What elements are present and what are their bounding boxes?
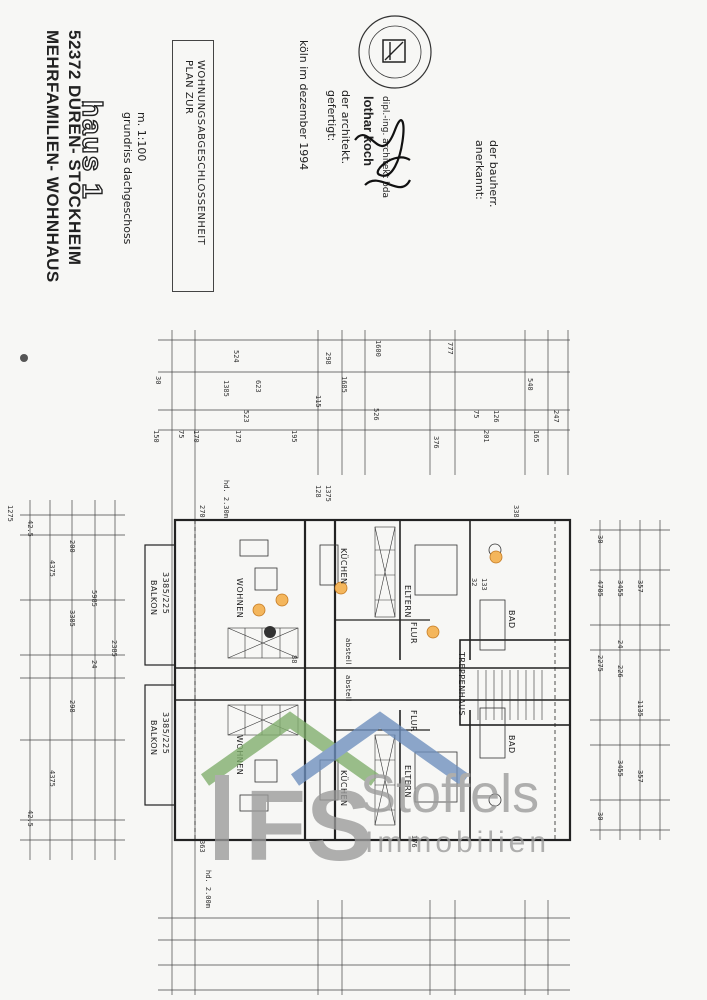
- wardrobe-hatching: [227, 526, 396, 826]
- room-dim-balkon-top: 3385/225: [161, 572, 170, 615]
- stoffels-watermark: FS Stoffels Immobilien: [200, 711, 550, 870]
- dim-right-0: 30: [596, 535, 604, 544]
- building-walls: [144, 518, 572, 842]
- room-label-wohnen-top: WOHNEN: [235, 578, 244, 619]
- dim-right-2: 3455: [616, 580, 624, 597]
- dim-left-5: 24: [90, 660, 98, 669]
- dim-left-1: 42.5: [26, 520, 34, 537]
- dim-misc-0: 524: [232, 350, 240, 363]
- dim-misc-18: 165: [532, 430, 540, 443]
- stair-treads: [477, 670, 543, 720]
- dim-left-7: 2385: [110, 640, 118, 657]
- smoke-detector-icon: [426, 625, 440, 639]
- ceiling-height-bottom: hd. 2.00m: [204, 870, 212, 908]
- dim-right-1: 4705: [596, 580, 604, 597]
- room-label-kuchen-top: KÜCHEN: [339, 548, 348, 585]
- dim-left-9: 4375: [48, 770, 56, 787]
- punch-hole-icon: [264, 626, 276, 638]
- dim-misc-10: 195: [290, 430, 298, 443]
- smoke-detector-icon: [489, 550, 503, 564]
- dim-top-2: 1385: [222, 380, 230, 397]
- dim-misc-19: 32: [470, 578, 478, 587]
- plan-purpose-box: [172, 40, 214, 292]
- room-label-bad-top: BAD: [507, 610, 516, 629]
- dim-left-8: 298: [68, 700, 76, 713]
- dim-left-2: 4375: [48, 560, 56, 577]
- dim-misc-25: 270: [198, 505, 206, 518]
- dim-left-10: 42.5: [26, 810, 34, 827]
- smoke-detector-icon: [252, 603, 266, 617]
- dim-misc-7: 526: [372, 408, 380, 421]
- dim-misc-8: 376: [432, 436, 440, 449]
- dim-misc-2: 523: [242, 410, 250, 423]
- dim-misc-1: 623: [254, 380, 262, 393]
- overall-dimension: 1600: [374, 340, 382, 357]
- dimension-lines-right: [590, 520, 670, 840]
- house-roof-icon: [200, 711, 470, 860]
- dim-misc-16: 126: [492, 410, 500, 423]
- dim-left-0: 1275: [6, 505, 14, 522]
- dim-misc-6: 1685: [340, 376, 348, 393]
- dim-misc-9: 173: [234, 430, 242, 443]
- ceiling-height-top: hd. 2.30m: [222, 480, 230, 518]
- dim-left-3: 200: [68, 540, 76, 553]
- room-label-balkon-bottom: BALKON: [149, 720, 158, 756]
- dim-misc-12: 150: [152, 430, 160, 443]
- dimension-lines-left: [20, 500, 125, 860]
- dim-misc-24: 338: [512, 505, 520, 518]
- dim-misc-20: 133: [480, 578, 488, 591]
- dim-right-4: 2275: [596, 655, 604, 672]
- brand-tagline: Immobilien: [365, 826, 550, 859]
- dim-misc-14: 201: [482, 430, 490, 443]
- dim-misc-17: 247: [552, 410, 560, 423]
- room-label-balkon-top: BALKON: [149, 580, 158, 616]
- dim-misc-22: 128: [314, 485, 322, 498]
- signature-icon: [354, 119, 411, 189]
- punch-hole-icon: [20, 354, 28, 362]
- room-label-abstell-top: abstell: [344, 638, 352, 665]
- dim-misc-23: 1375: [324, 485, 332, 502]
- dim-misc-3: 777: [446, 342, 454, 355]
- brand-name: Stoffels: [360, 764, 539, 824]
- dim-left-6: 5985: [90, 590, 98, 607]
- brand-initials: FS: [245, 770, 373, 870]
- dimension-lines-top: [158, 330, 570, 995]
- dim-misc-5: 298: [324, 352, 332, 365]
- smoke-detector-icon: [334, 581, 348, 595]
- dim-misc-21: 88: [290, 655, 298, 664]
- dim-right-5: 24: [616, 640, 624, 649]
- dim-misc-13: 115: [314, 395, 322, 408]
- dim-right-3: 357: [636, 580, 644, 593]
- smoke-detector-markers: [252, 550, 503, 639]
- room-label-flur-top: FLUR: [409, 622, 418, 645]
- smoke-detector-icon: [275, 593, 289, 607]
- room-label-abstell-bottom: abstell: [344, 675, 352, 702]
- architect-stamp-icon: [358, 15, 432, 89]
- dim-left-4: 3385: [68, 610, 76, 627]
- dim-right-6: 226: [616, 665, 624, 678]
- room-label-eltern-top: ELTERN: [403, 585, 412, 618]
- room-dim-balkon-bottom: 3385/225: [161, 712, 170, 755]
- dim-misc-4: 540: [526, 378, 534, 391]
- dim-top-0: 30: [154, 376, 162, 385]
- dim-misc-11: 170: [192, 430, 200, 443]
- dim-misc-15: 75: [472, 410, 480, 419]
- furniture: [239, 539, 506, 812]
- dim-top-1: 75: [177, 430, 185, 439]
